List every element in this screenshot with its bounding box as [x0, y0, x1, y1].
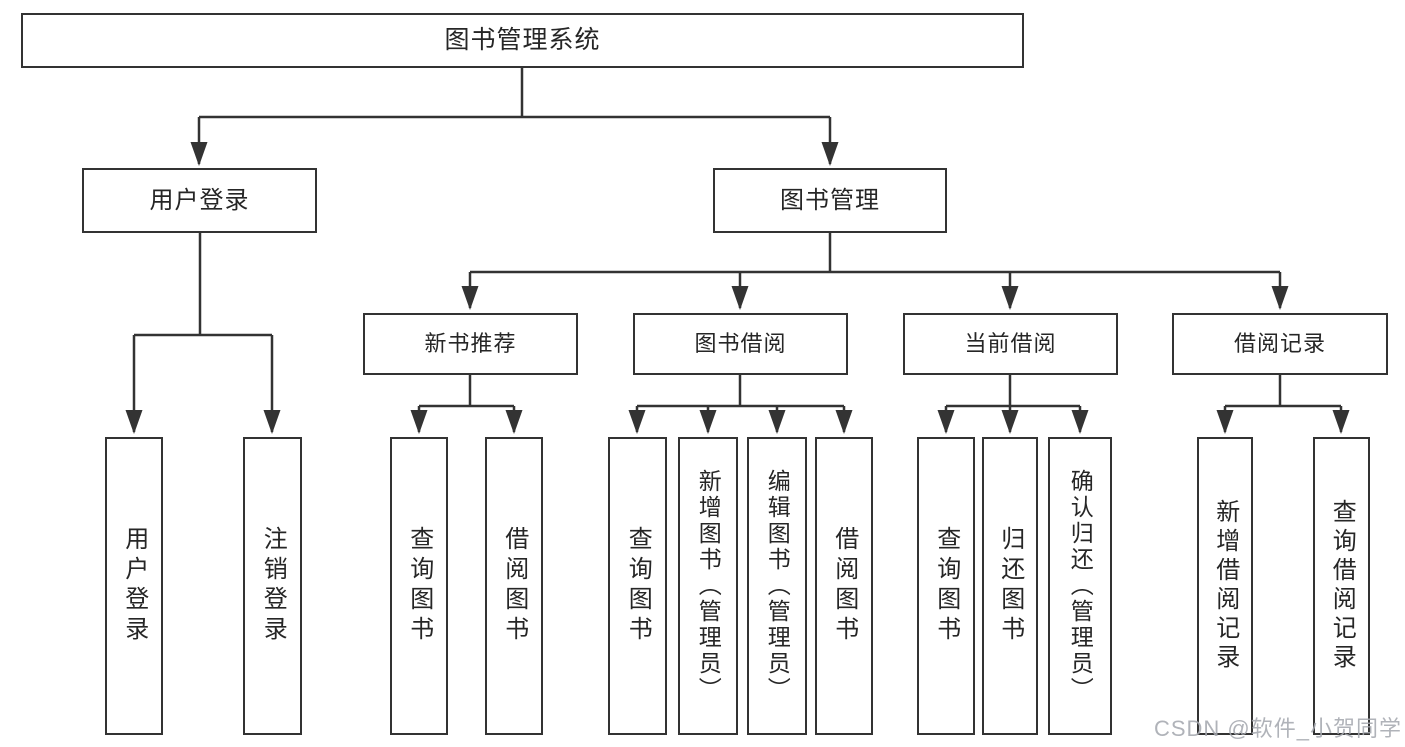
leaf-login-logout-label: 注销登录 — [259, 526, 287, 646]
leaf-recommend-query-books-label: 查询图书 — [405, 526, 433, 646]
leaf-borrowing-add-books-admin: 新增图书（管理员） — [678, 437, 738, 735]
leaf-borrowing-add-books-admin-label: 新增图书（管理员） — [695, 469, 722, 703]
leaf-login-user-login-label: 用户登录 — [120, 526, 148, 646]
node-current-borrowing: 当前借阅 — [903, 313, 1118, 375]
leaf-recommend-borrow-books-label: 借阅图书 — [500, 526, 528, 646]
node-book-borrowing: 图书借阅 — [633, 313, 848, 375]
leaf-current-return-books: 归还图书 — [982, 437, 1038, 735]
node-book-borrowing-label: 图书借阅 — [694, 331, 787, 357]
leaf-borrowing-edit-books-admin-label: 编辑图书（管理员） — [764, 469, 791, 703]
csdn-watermark: CSDN @软件_小贺同学 — [1153, 716, 1402, 741]
node-current-borrowing-label: 当前借阅 — [964, 331, 1057, 357]
node-root-system: 图书管理系统 — [21, 13, 1024, 68]
leaf-recommend-query-books: 查询图书 — [390, 437, 448, 735]
leaf-current-query-books-label: 查询图书 — [932, 526, 960, 646]
node-user-login-label: 用户登录 — [149, 186, 250, 214]
node-root-label: 图书管理系统 — [444, 26, 601, 55]
node-borrowing-records: 借阅记录 — [1172, 313, 1388, 375]
node-new-book-recommend: 新书推荐 — [363, 313, 578, 375]
leaf-records-query-record-label: 查询借阅记录 — [1328, 499, 1356, 673]
leaf-borrowing-borrow-books-label: 借阅图书 — [830, 526, 858, 646]
leaf-login-logout: 注销登录 — [243, 437, 302, 735]
leaf-records-add-record-label: 新增借阅记录 — [1211, 499, 1239, 673]
node-new-book-recommend-label: 新书推荐 — [424, 331, 517, 357]
leaf-current-return-books-label: 归还图书 — [996, 526, 1024, 646]
leaf-borrowing-edit-books-admin: 编辑图书（管理员） — [747, 437, 807, 735]
leaf-current-confirm-return-admin: 确认归还（管理员） — [1048, 437, 1112, 735]
leaf-recommend-borrow-books: 借阅图书 — [485, 437, 543, 735]
node-borrowing-records-label: 借阅记录 — [1233, 331, 1326, 357]
leaf-records-query-record: 查询借阅记录 — [1313, 437, 1370, 735]
leaf-login-user-login: 用户登录 — [105, 437, 163, 735]
node-book-management: 图书管理 — [713, 168, 947, 233]
leaf-borrowing-query-books-label: 查询图书 — [624, 526, 652, 646]
leaf-records-add-record: 新增借阅记录 — [1197, 437, 1253, 735]
leaf-current-confirm-return-admin-label: 确认归还（管理员） — [1067, 469, 1094, 703]
leaf-borrowing-borrow-books: 借阅图书 — [815, 437, 873, 735]
node-user-login: 用户登录 — [82, 168, 317, 233]
leaf-current-query-books: 查询图书 — [917, 437, 975, 735]
leaf-borrowing-query-books: 查询图书 — [608, 437, 667, 735]
node-book-management-label: 图书管理 — [780, 186, 880, 214]
